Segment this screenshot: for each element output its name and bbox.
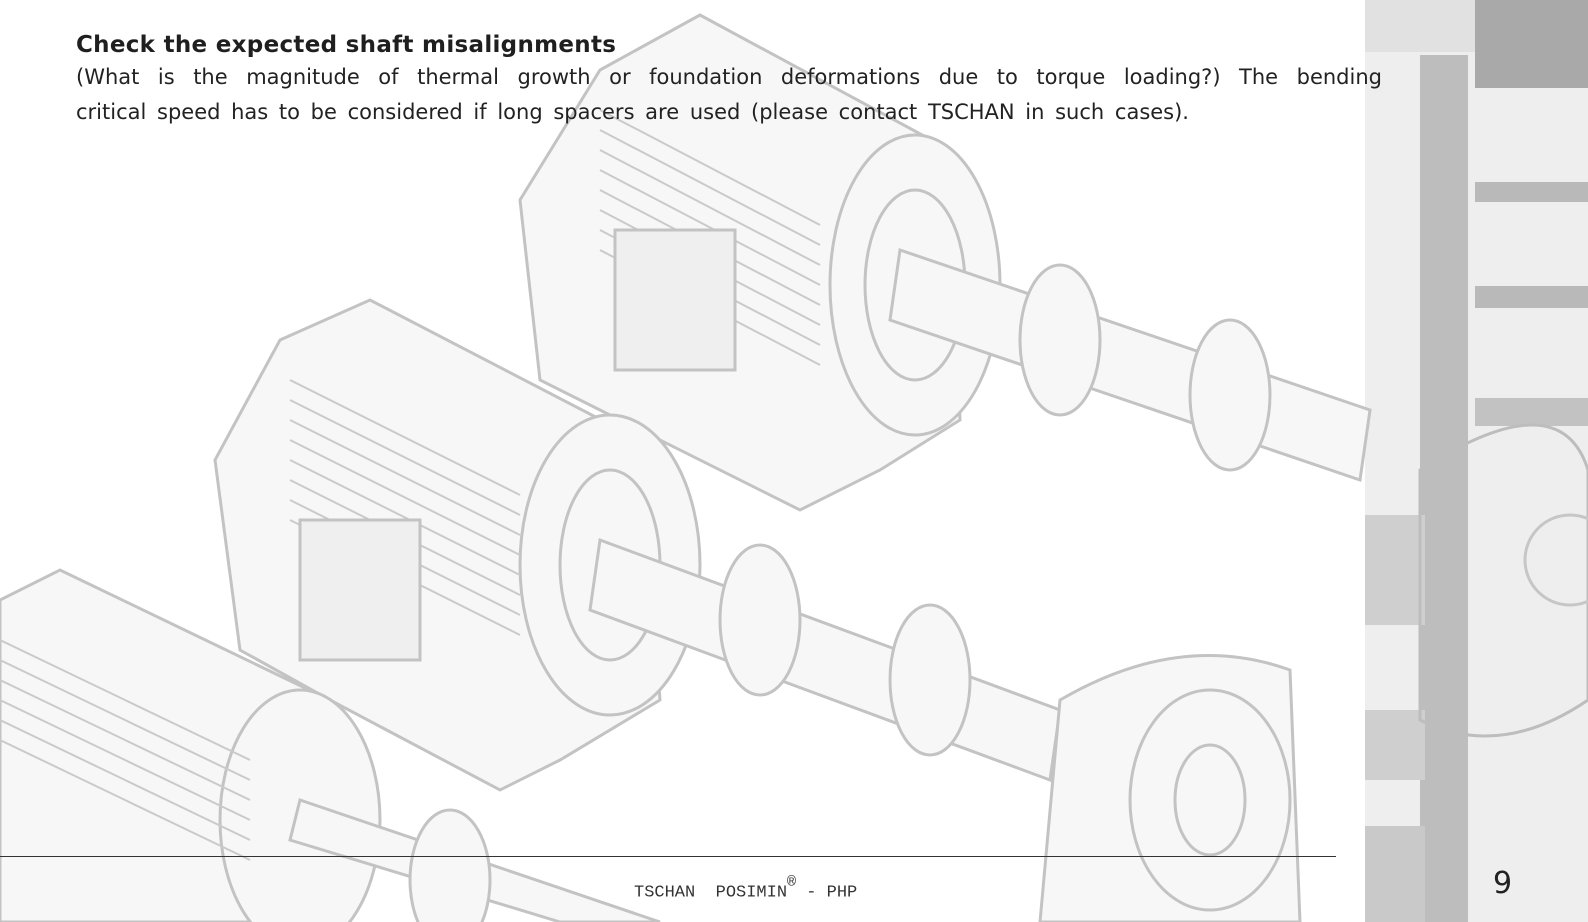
side-tab-bars (1365, 0, 1588, 922)
body-line-1: (What is the magnitude of thermal growth… (76, 65, 1382, 89)
section-heading: Check the expected shaft misalignments (76, 32, 617, 58)
body-line-2: critical speed has to be considered if l… (76, 100, 1189, 124)
footer-divider (0, 856, 1336, 857)
registered-mark: ® (787, 874, 797, 891)
footer-brand: TSCHAN POSIMIN® - PHP (634, 874, 858, 903)
motor-unit-bottom (0, 568, 661, 922)
motor-unit-top (518, 13, 1372, 512)
section-text: Check the expected shaft misalignments (… (76, 30, 1382, 130)
footer-brand-name: TSCHAN POSIMIN (634, 883, 788, 903)
footer-suffix: - PHP (796, 883, 858, 903)
motor-unit-middle (213, 298, 1302, 922)
page-number: 9 (1493, 866, 1513, 901)
